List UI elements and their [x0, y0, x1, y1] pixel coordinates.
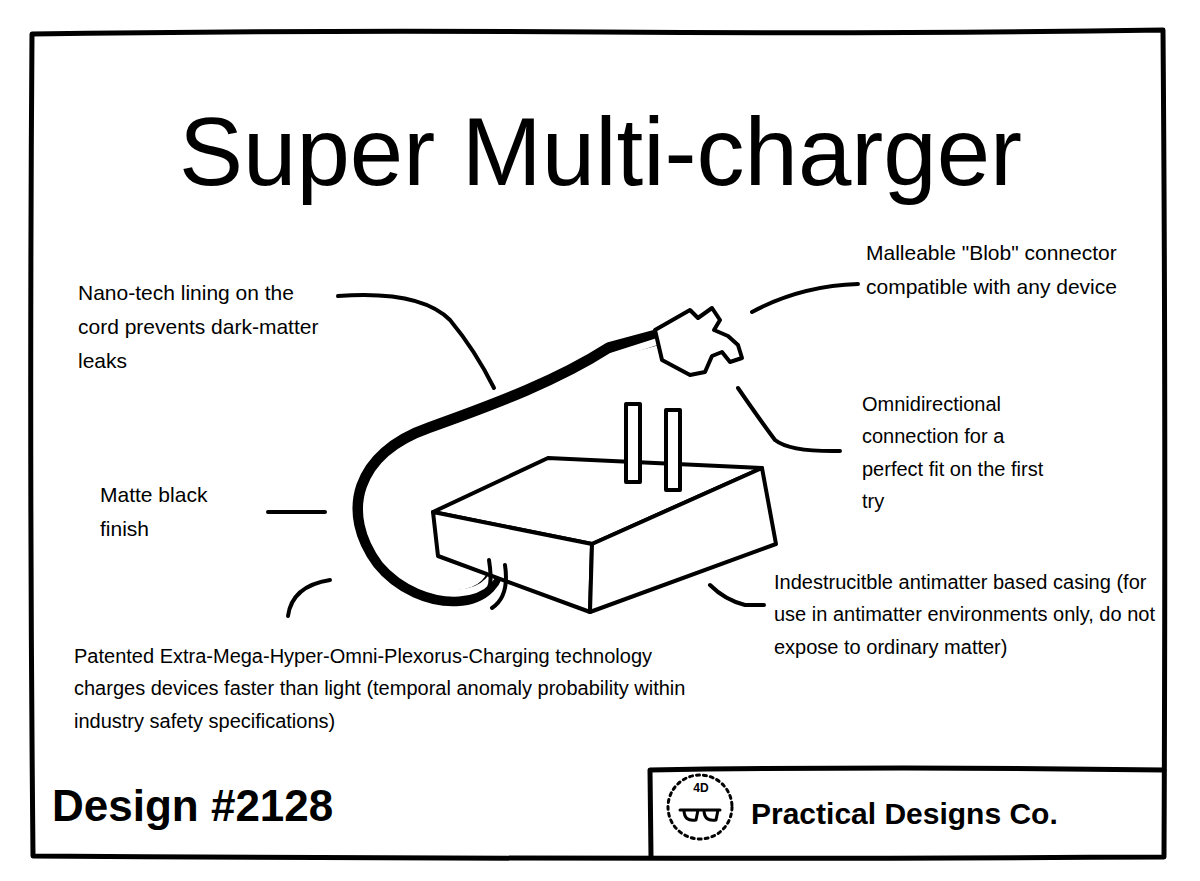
title: Super Multi-charger	[179, 99, 1022, 205]
charger-side	[590, 468, 776, 612]
callout-text: Matte black finish	[100, 478, 260, 546]
leader-line	[338, 295, 494, 388]
cord-base	[492, 565, 506, 608]
company-box: Practical Designs Co.	[653, 773, 1161, 855]
leader-line	[738, 388, 840, 451]
prong	[666, 410, 680, 490]
charger-front	[433, 512, 592, 612]
prong	[626, 404, 640, 482]
company-box-edge	[650, 768, 1164, 857]
blob-connector	[655, 308, 742, 375]
leader-line	[752, 284, 858, 312]
leader-line	[288, 580, 330, 616]
leader-line	[710, 585, 764, 605]
cord-base	[480, 560, 491, 598]
logo-glasses	[680, 810, 720, 820]
callout-text: Omnidirectional connection for a perfect…	[862, 388, 1062, 518]
company-name: Practical Designs Co.	[751, 797, 1058, 831]
leader-line	[268, 510, 325, 514]
callout-text: Malleable "Blob" connector compatible wi…	[866, 236, 1158, 304]
frame	[31, 30, 1165, 858]
logo-ring	[668, 775, 732, 839]
design-number: Design #2128	[52, 780, 472, 833]
callout-text: Indestrucitble antimatter based casing (…	[774, 566, 1158, 663]
callout-text: Patented Extra-Mega-Hyper-Omni-Plexorus-…	[74, 640, 694, 737]
logo-text: 4D	[689, 782, 713, 794]
callout-text: Nano-tech lining on the cord prevents da…	[78, 276, 340, 378]
